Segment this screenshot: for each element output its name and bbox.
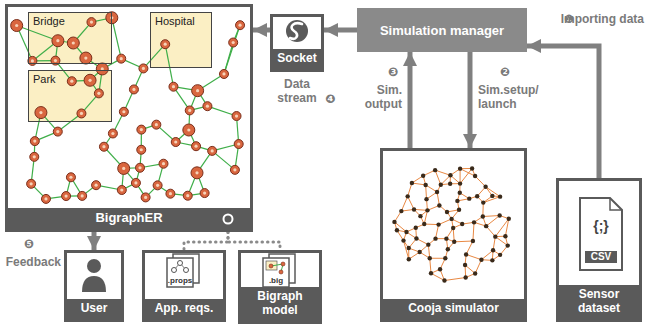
arrow-connector [468,52,473,148]
node-label: Park [31,73,58,85]
dataset-box: Sensor dataset [556,178,642,322]
node-label: Sensor dataset [559,285,639,319]
dotted-link [184,232,228,250]
props-file-icon [167,254,199,287]
region-box: Hospital [150,12,212,68]
socket-box: Socket [270,14,324,72]
node-label: Hospital [153,15,197,27]
node-label: Simulation manager [380,23,504,38]
sensor-network-illustration [392,166,511,282]
user-icon [82,259,106,292]
dotted-link [228,232,280,250]
arrow-connector [324,28,357,33]
region-fill [28,12,112,64]
arrow-connector [253,28,270,33]
big-file-icon [263,254,295,287]
bigraph-illustration [11,12,245,204]
region-fill [150,12,212,68]
edge-label: Feedback [3,256,61,270]
actor-box: User [64,250,124,322]
node-label: Bigraph model [241,287,319,321]
node-label: Socket [273,49,321,69]
arrow-connector [92,232,97,250]
edge-label: Sim.setup/ launch [478,84,552,112]
file-extension: .props [167,276,193,285]
file-box: Bigraph model [238,250,322,324]
arrow-connector [527,46,599,178]
node-label: BigraphER [8,208,250,229]
region-fill [28,70,112,122]
node-label: Bridge [31,15,67,27]
node-label: App. reqs. [145,299,223,319]
callout-number: ❹ [325,93,341,107]
file-type-tag: CSV [585,251,617,263]
file-box: App. reqs. [142,250,226,322]
callout-number: ❺ [24,238,40,252]
arrow-connector [408,52,413,148]
edge-label: Sim. output [346,84,402,112]
callout-number: ❸ [388,66,404,80]
file-extension: .big [263,276,289,285]
port-ring [224,215,233,224]
node-label: Cooja simulator [383,299,524,319]
csv-file-icon [580,198,622,270]
region-box: Park [28,70,112,122]
tool-box: BigraphER Bridge HospitalPark [5,4,253,232]
process-box: Simulation manager [357,8,527,52]
csv-symbol: {;} [582,218,620,234]
callout-number: ❶ [564,13,580,27]
stream-label: Data stream [268,78,326,106]
node-label: User [67,299,121,319]
socket-icon [286,20,308,42]
region-box: Bridge [28,12,112,64]
callout-number: ❷ [500,66,516,80]
simulator-box: Cooja simulator [380,148,527,322]
